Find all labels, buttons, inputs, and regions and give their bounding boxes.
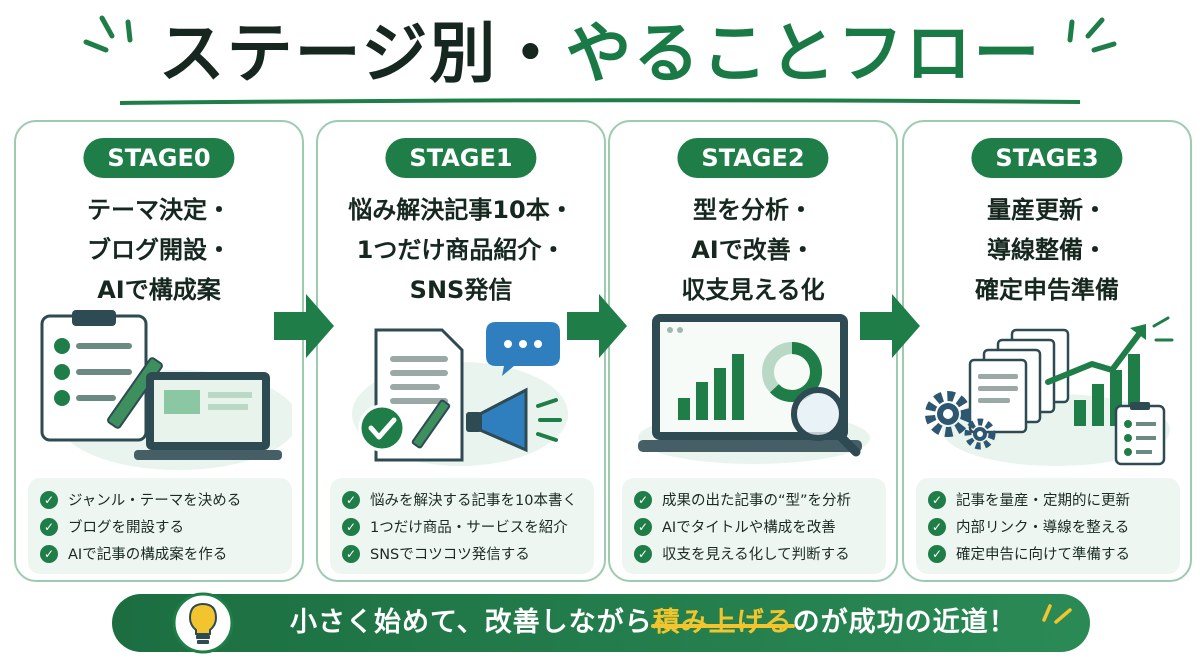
checkmark-icon: ✓: [928, 544, 946, 563]
clipboard-icon: [40, 310, 148, 442]
title-part-green: やることフロー: [565, 15, 1042, 92]
arrow-right-icon: [274, 294, 334, 358]
checkmark-icon: ✓: [40, 517, 58, 536]
stage-heading-line: テーマ決定・: [87, 196, 231, 224]
checklist-item: ✓ 内部リンク・導線を整える: [928, 513, 1172, 540]
lightbulb-icon: [172, 592, 234, 654]
checkmark-icon: ✓: [342, 490, 360, 509]
clipboard-icon: [1114, 402, 1166, 466]
stage-heading-line: 収支見える化: [681, 276, 825, 304]
stage-badge: STAGE2: [677, 138, 829, 178]
stage-heading: テーマ決定・ ブログ開設・ AIで構成案: [16, 190, 302, 310]
checkmark-icon: ✓: [40, 490, 58, 509]
checklist-item: ✓ AIで記事の構成案を作る: [40, 540, 284, 567]
banner-text-after: のが成功の近道！: [792, 607, 1017, 638]
checkmark-icon: ✓: [342, 544, 360, 563]
stage-heading-line: 確定申告準備: [975, 276, 1119, 304]
banner-text-before: 小さく始めて、改善しながら: [290, 607, 653, 638]
stage-checklist: ✓ 悩みを解決する記事を10本書く ✓ 1つだけ商品・サービスを紹介 ✓ SNSでコツ…: [330, 478, 594, 574]
stage-heading: 量産更新・ 導線整備・ 確定申告準備: [904, 190, 1190, 310]
laptop-icon: [134, 372, 282, 460]
checklist-text: ブログを開設する: [68, 520, 184, 536]
checklist-item: ✓ 悩みを解決する記事を10本書く: [342, 486, 586, 513]
magnifier-icon: [791, 387, 861, 457]
checklist-item: ✓ 記事を量産・定期的に更新: [928, 486, 1172, 513]
stacked-documents-icon: [968, 328, 1070, 434]
sparkle-lines-icon: [83, 15, 133, 53]
stage-badge: STAGE0: [83, 138, 235, 178]
header: ステージ別・やることフロー: [0, 0, 1200, 118]
checklist-item: ✓ AIでタイトルや構成を改善: [634, 513, 878, 540]
stage-heading-line: 1つだけ商品紹介・: [356, 236, 566, 264]
page-title: ステージ別・やることフロー: [0, 14, 1200, 94]
checklist-item: ✓ 確定申告に向けて準備する: [928, 540, 1172, 567]
stage-heading-line: 型を分析・: [693, 196, 813, 224]
stage-card-3: STAGE3 量産更新・ 導線整備・ 確定申告準備: [902, 120, 1192, 582]
checkmark-icon: ✓: [928, 517, 946, 536]
arrow-right-icon: [860, 294, 920, 358]
checklist-item: ✓ 1つだけ商品・サービスを紹介: [342, 513, 586, 540]
sparkle-lines-icon: [1067, 17, 1117, 53]
checklist-item: ✓ ジャンル・テーマを決める: [40, 486, 284, 513]
donut-chart-icon: [762, 342, 822, 402]
checklist-text: 悩みを解決する記事を10本書く: [370, 493, 577, 509]
stage-card-1: STAGE1 悩み解決記事10本・ 1つだけ商品紹介・ SNS発信: [316, 120, 606, 582]
checklist-item: ✓ SNSでコツコツ発信する: [342, 540, 586, 567]
checklist-text: SNSでコツコツ発信する: [370, 547, 530, 563]
stage-card-2: STAGE2 型を分析・ AIで改善・ 収支見える化 ✓成果の出た記事の“型”を: [608, 120, 898, 582]
checkmark-icon: ✓: [634, 490, 652, 509]
chat-bubble-icon: [486, 322, 560, 376]
growth-arrow-icon: [1045, 316, 1174, 385]
checklist-text: ジャンル・テーマを決める: [68, 493, 242, 509]
title-part-dark: ステージ別・: [158, 15, 566, 92]
checkmark-icon: ✓: [342, 517, 360, 536]
checklist-item: ✓ ブログを開設する: [40, 513, 284, 540]
checklist-text: 成果の出た記事の“型”を分析: [662, 493, 852, 509]
stage-heading-line: AIで改善・: [691, 236, 815, 264]
stage-badge: STAGE1: [385, 138, 537, 178]
checklist-text: 内部リンク・導線を整える: [956, 520, 1130, 536]
stage2-illustration: [638, 314, 870, 464]
checklist-text: 収支を見える化して判断する: [662, 547, 850, 563]
megaphone-icon: [466, 387, 562, 453]
banner-text-highlight: 積み上げる: [652, 607, 793, 638]
pencil-icon: [411, 399, 451, 449]
bar-chart-icon: [678, 354, 744, 420]
arrow-right-icon: [567, 294, 627, 358]
stage0-illustration: [40, 310, 292, 470]
checklist-item: ✓ 成果の出た記事の“型”を分析: [634, 486, 878, 513]
checkmark-icon: ✓: [928, 490, 946, 509]
stage-badge: STAGE3: [971, 138, 1123, 178]
checklist-text: 1つだけ商品・サービスを紹介: [370, 520, 568, 536]
stage-checklist: ✓ 成果の出た記事の“型”を分析 ✓ AIでタイトルや構成を改善 ✓ 収支を見える化し…: [622, 478, 886, 574]
gear-icon: [925, 391, 996, 450]
sparkle-lines-icon: [1042, 604, 1072, 624]
banner-message: 小さく始めて、改善しながら積み上げるのが成功の近道！: [290, 594, 1017, 652]
checkmark-icon: ✓: [40, 544, 58, 563]
stage-heading-line: 悩み解決記事10本・: [348, 196, 574, 224]
checkmark-icon: ✓: [634, 517, 652, 536]
stage3-illustration: [925, 316, 1174, 466]
checklist-text: AIで記事の構成案を作る: [68, 547, 228, 563]
stage1-illustration: [352, 322, 568, 466]
stage-checklist: ✓ 記事を量産・定期的に更新 ✓ 内部リンク・導線を整える ✓ 確定申告に向けて準備す…: [916, 478, 1180, 574]
checkmark-icon: ✓: [634, 544, 652, 563]
stage-heading: 悩み解決記事10本・ 1つだけ商品紹介・ SNS発信: [318, 190, 604, 310]
check-circle-icon: [358, 404, 406, 452]
stage-heading-line: ブログ開設・: [87, 236, 231, 264]
title-underline: [120, 98, 1080, 105]
stage-heading-line: AIで構成案: [97, 276, 221, 304]
checklist-text: AIでタイトルや構成を改善: [662, 520, 836, 536]
checklist-text: 確定申告に向けて準備する: [956, 547, 1130, 563]
checklist-item: ✓ 収支を見える化して判断する: [634, 540, 878, 567]
stage-heading: 型を分析・ AIで改善・ 収支見える化: [610, 190, 896, 310]
footer-banner: 小さく始めて、改善しながら積み上げるのが成功の近道！: [112, 592, 1090, 654]
stage-heading-line: 導線整備・: [987, 236, 1107, 264]
checklist-text: 記事を量産・定期的に更新: [956, 493, 1130, 509]
stage-card-0: STAGE0 テーマ決定・ ブログ開設・ AIで構成案 ✓ ジャンル・テーマを決め…: [14, 120, 304, 582]
stage-heading-line: SNS発信: [409, 276, 513, 304]
stage-heading-line: 量産更新・: [987, 196, 1107, 224]
stage-checklist: ✓ ジャンル・テーマを決める ✓ ブログを開設する ✓ AIで記事の構成案を作る: [28, 478, 292, 574]
